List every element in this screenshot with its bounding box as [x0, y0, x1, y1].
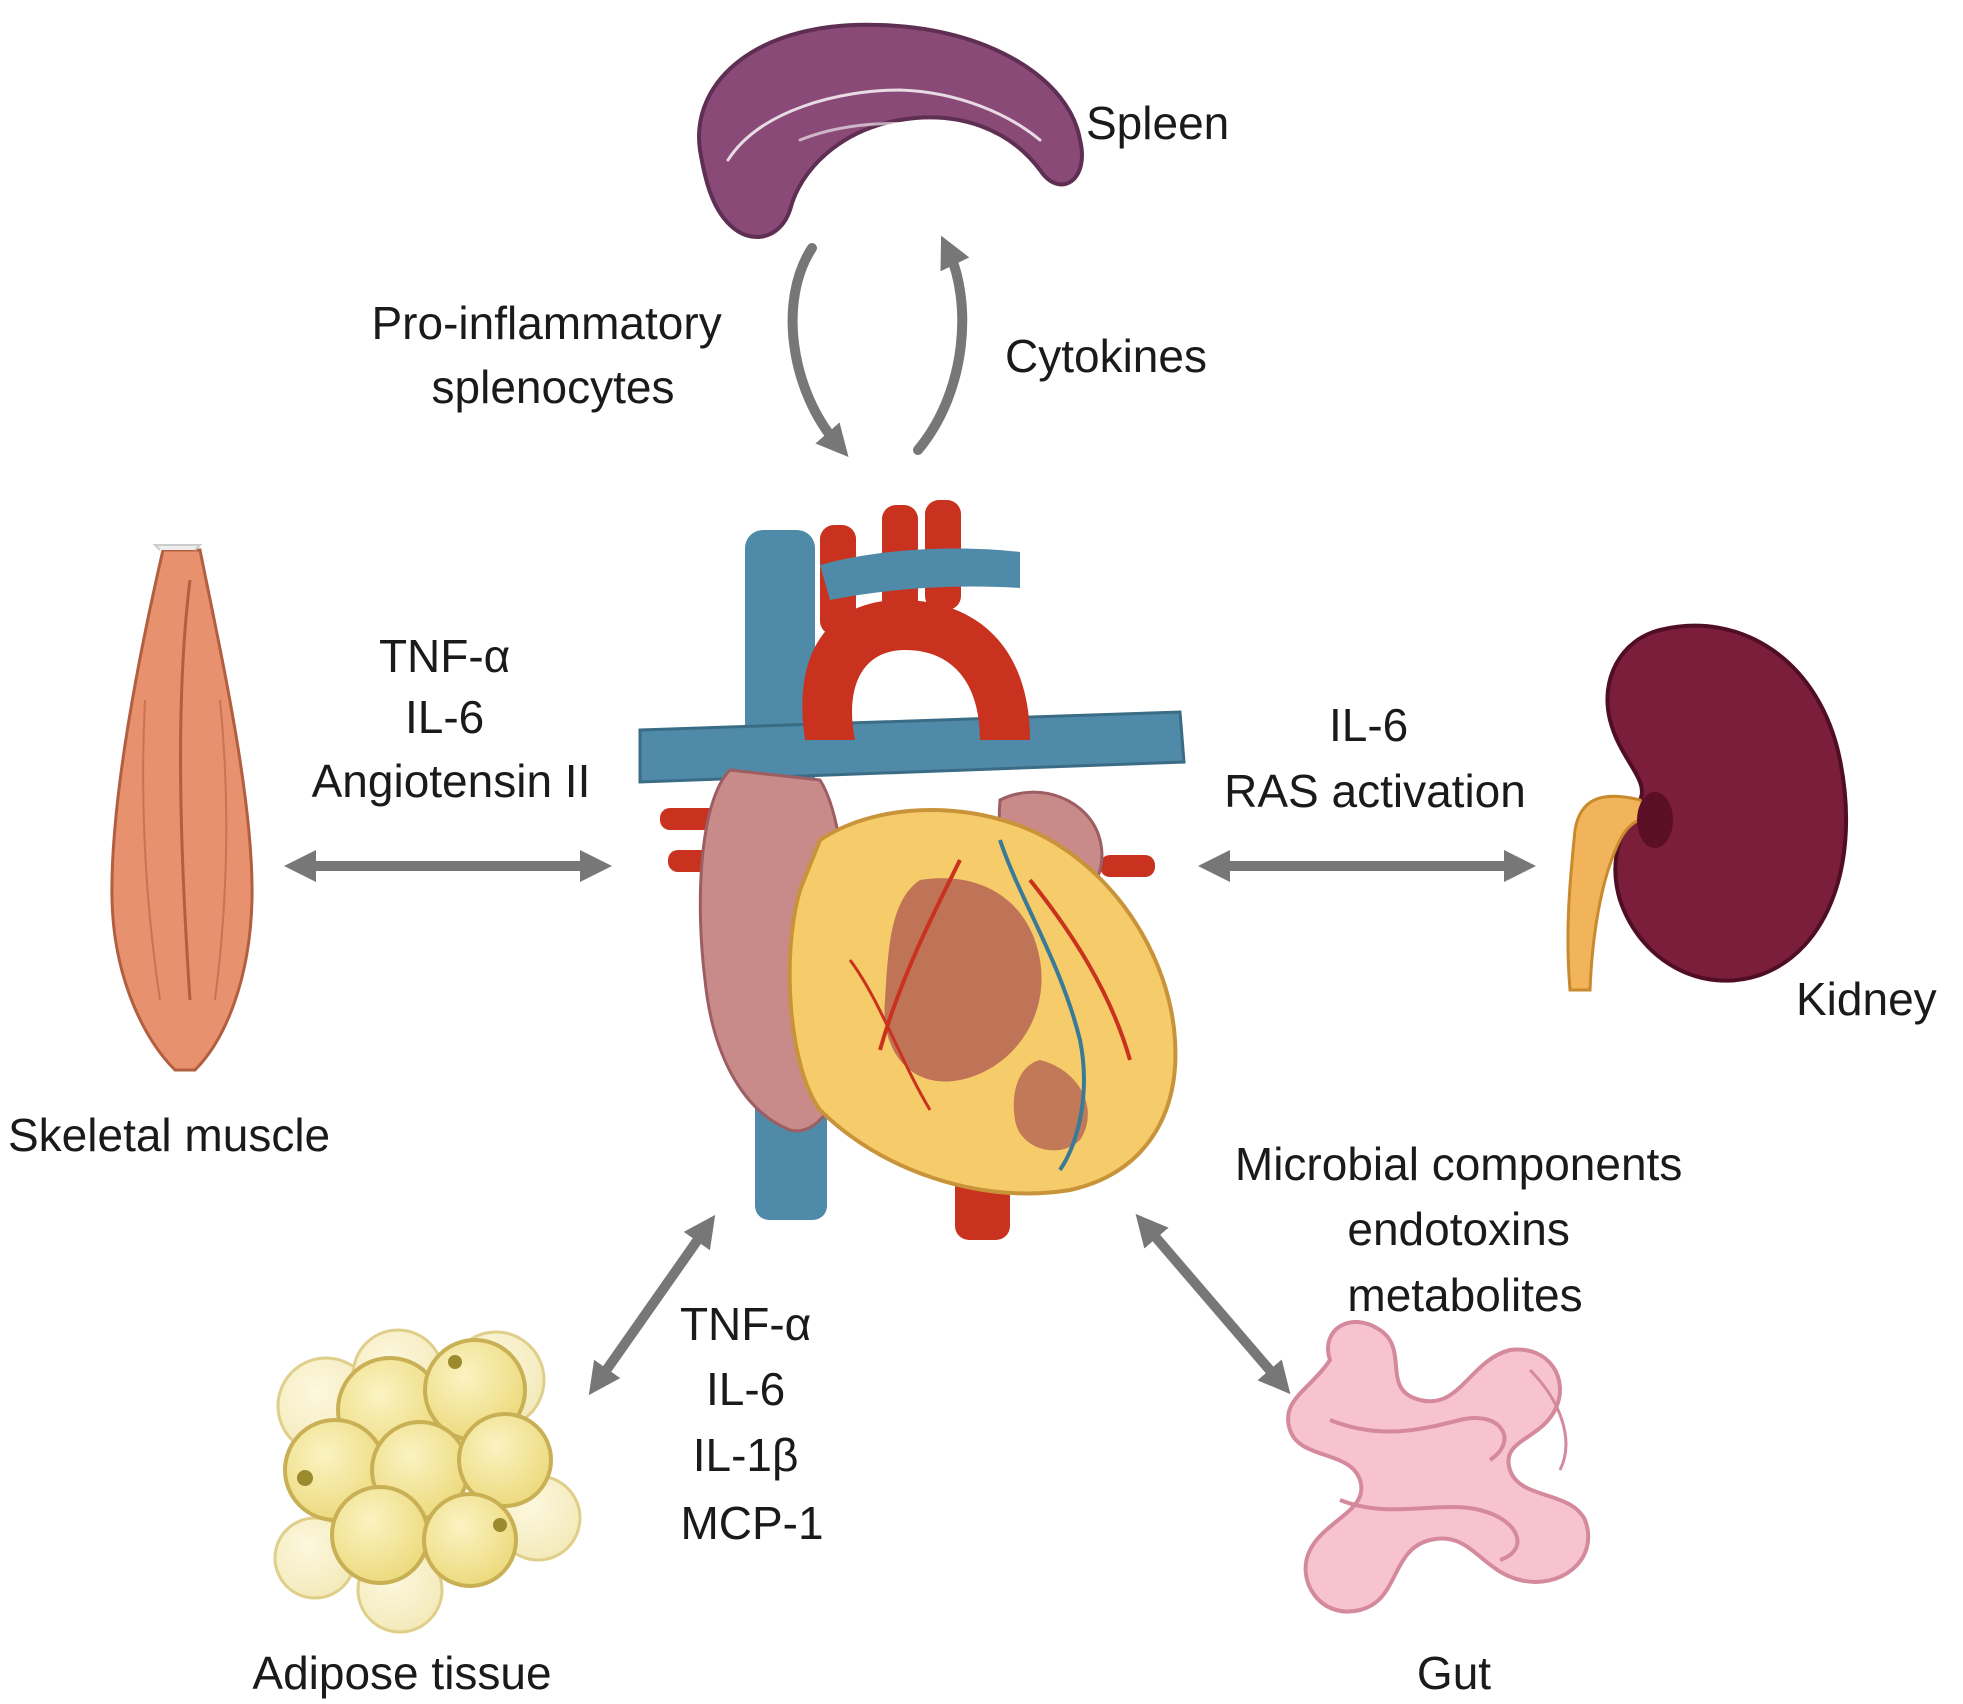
adipose-heart-arrow [588, 1214, 716, 1396]
kidney-illustration [1566, 623, 1848, 992]
cytokines-arrow [913, 235, 970, 455]
spleen-illustration [697, 22, 1084, 239]
gut-illustration [1286, 1319, 1591, 1614]
splenocytes-arrow [787, 243, 849, 458]
splenocytes-label: Pro-inflammatory splenocytes [372, 297, 735, 413]
gut-label: Gut [1417, 1647, 1491, 1699]
skeletal-muscle-label: Skeletal muscle [8, 1109, 330, 1161]
kidney-signals-label: IL-6 RAS activation [1224, 699, 1526, 817]
adipose-tissue-label: Adipose tissue [252, 1647, 551, 1699]
adipose-tissue-illustration [273, 1328, 582, 1634]
adipose-signals-label: TNF-α IL-6 IL-1β MCP-1 [680, 1298, 824, 1549]
muscle-signals-label: TNF-α IL-6 Angiotensin II [312, 630, 591, 807]
kidney-label: Kidney [1796, 973, 1937, 1025]
gut-heart-arrow [1135, 1213, 1291, 1395]
spleen-label: Spleen [1086, 97, 1229, 149]
gut-signals-label: Microbial components endotoxins metaboli… [1235, 1138, 1695, 1321]
cytokines-label: Cytokines [1005, 330, 1207, 382]
heart-illustration [638, 500, 1186, 1240]
skeletal-muscle-illustration [110, 544, 254, 1072]
